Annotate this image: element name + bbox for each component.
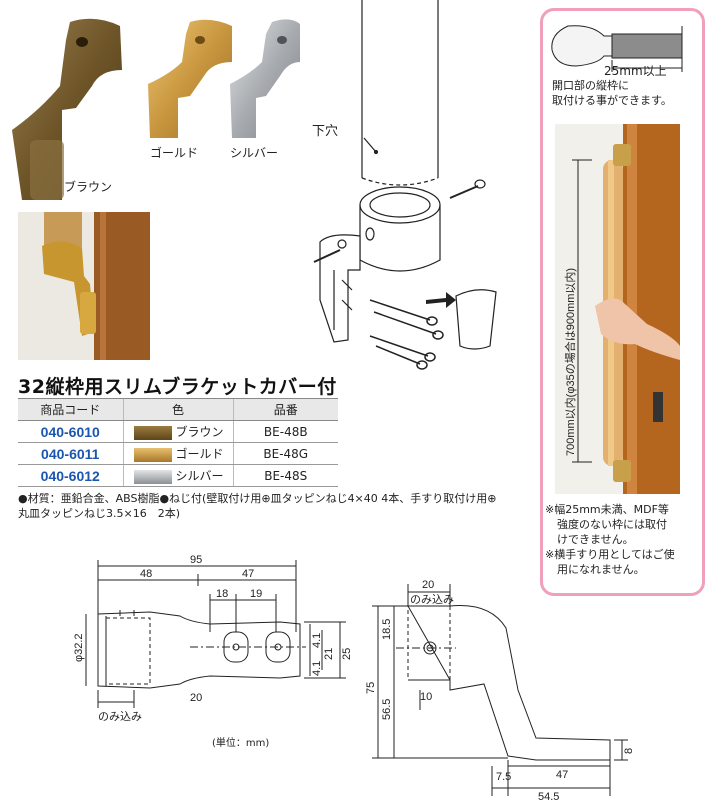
- side-view-drawing: 20 のみ込み 10 7.5 47 54.5 18.5 75 56.5 8: [365, 579, 635, 800]
- product-code: 040-6010: [18, 420, 123, 443]
- side-dim-10: 10: [420, 691, 432, 703]
- gold-bracket-photo: [148, 19, 232, 138]
- side-note-line: ※幅25mm未満、MDF等: [545, 503, 669, 516]
- dim-4-1-top: 4.1: [311, 633, 323, 648]
- caption-silver: シルバー: [230, 146, 279, 160]
- dim-48: 48: [140, 568, 152, 580]
- side-dim-18-5: 18.5: [381, 619, 393, 640]
- side-dim-56-5: 56.5: [381, 699, 393, 720]
- unit-label: (単位：mm): [212, 738, 270, 749]
- dim-18: 18: [216, 588, 228, 600]
- side-note-line: 開口部の縦枠に: [552, 79, 629, 92]
- header-color: 色: [122, 398, 233, 421]
- caption-gold: ゴールド: [150, 146, 199, 160]
- caption-pilot-hole: 下穴: [312, 124, 339, 139]
- side-note-top: 開口部の縦枠に 取付ける事ができます。: [552, 78, 702, 108]
- header-code: 商品コード: [18, 398, 123, 421]
- table-header-row: 商品コード 色 品番: [18, 398, 338, 421]
- side-dim-8: 8: [623, 748, 635, 754]
- dim-19: 19: [250, 588, 262, 600]
- side-install-photo: [555, 124, 680, 494]
- dim-phi: φ32.2: [73, 633, 85, 662]
- product-table: 商品コード 色 品番 040-6010 ブラウン BE-48B 040-6011…: [18, 398, 338, 487]
- side-dim-75: 75: [365, 682, 377, 694]
- part-number: BE-48G: [232, 442, 338, 465]
- part-number: BE-48S: [232, 464, 338, 487]
- caption-brown: ブラウン: [64, 180, 113, 194]
- notes-line-2: 丸皿タッピンねじ3.5×16 2本): [18, 507, 180, 520]
- side-dim-54-5: 54.5: [538, 791, 559, 800]
- side-dim-nomikomi: のみ込み: [410, 593, 454, 606]
- side-note-line: 強度のない枠には取付: [557, 518, 667, 531]
- assembly-diagram: [313, 0, 497, 370]
- page-title: 32縦枠用スリムブラケットカバー付: [18, 376, 337, 398]
- installed-photo: [18, 212, 150, 360]
- product-code: 040-6012: [18, 464, 123, 487]
- side-note-line: ※横手すり用としてはご使: [545, 548, 675, 561]
- table-row: 040-6011 ゴールド BE-48G: [18, 442, 338, 465]
- side-note-line: 用になれません。: [557, 563, 645, 576]
- color-name: ゴールド: [175, 447, 224, 461]
- swatch-silver: [133, 469, 172, 484]
- dim-47: 47: [242, 568, 254, 580]
- color-name: ブラウン: [175, 425, 224, 439]
- side-dim-47: 47: [556, 769, 568, 781]
- side-note-line: けできません。: [557, 533, 634, 546]
- color-name: シルバー: [175, 469, 224, 483]
- side-dim-20: 20: [422, 579, 434, 591]
- side-vertical-dimension: 700mm以内(φ35の場合は900mm以内): [563, 159, 592, 463]
- side-dim-label: 25mm以上: [604, 64, 667, 78]
- dim-20: 20: [190, 692, 202, 704]
- side-dim-7-5: 7.5: [496, 771, 511, 783]
- side-vertical-label: 700mm以内(φ35の場合は900mm以内): [563, 268, 577, 456]
- bracket-photos: [12, 18, 300, 200]
- top-view-drawing: 95 48 47 18 19 20 のみ込み φ32.2 4.1 4.1 21 …: [73, 554, 353, 723]
- dim-nomikomi: のみ込み: [98, 710, 142, 723]
- brown-bracket-photo: [12, 18, 122, 200]
- dim-21: 21: [323, 648, 335, 660]
- side-note-line: 取付ける事ができます。: [552, 94, 672, 107]
- swatch-brown: [133, 425, 172, 440]
- notes-line-1: ●材質：亜鉛合金、ABS樹脂●ねじ付(壁取付け用⊕皿タッピンねじ4×40 4本、…: [18, 492, 497, 505]
- dim-95: 95: [190, 554, 202, 566]
- table-row: 040-6010 ブラウン BE-48B: [18, 420, 338, 443]
- dim-4-1-bottom: 4.1: [311, 661, 323, 676]
- part-number: BE-48B: [232, 420, 338, 443]
- table-row: 040-6012 シルバー BE-48S: [18, 464, 338, 487]
- silver-bracket-photo: [230, 19, 300, 138]
- swatch-gold: [133, 447, 172, 462]
- product-code: 040-6011: [18, 442, 123, 465]
- dim-25: 25: [341, 648, 353, 660]
- header-part: 品番: [232, 398, 338, 421]
- material-notes: ●材質：亜鉛合金、ABS樹脂●ねじ付(壁取付け用⊕皿タッピンねじ4×40 4本、…: [18, 491, 518, 521]
- side-top-diagram: [551, 25, 683, 72]
- side-note-bottom: ※幅25mm未満、MDF等 強度のない枠には取付 けできません。 ※横手すり用と…: [545, 502, 703, 577]
